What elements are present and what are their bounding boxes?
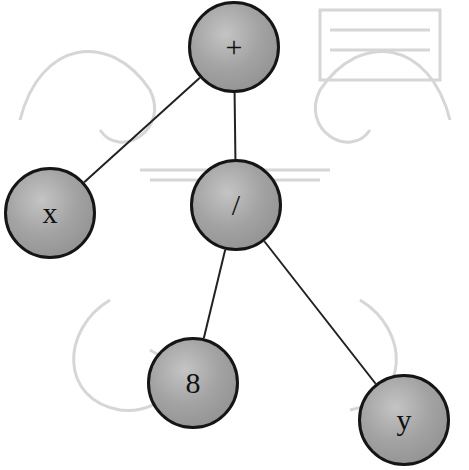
- tree-edge: [84, 78, 200, 182]
- tree-node-circle: /: [190, 159, 282, 251]
- tree-node-circle: x: [4, 167, 96, 259]
- node-label: y: [397, 405, 412, 435]
- tree-edge: [204, 250, 225, 339]
- tree-node-circle: 8: [147, 337, 239, 429]
- tree-edge: [234, 93, 236, 159]
- node-label: +: [226, 32, 243, 62]
- tree-node-circle: y: [358, 374, 450, 466]
- node-label: /: [232, 190, 240, 220]
- tree-node-circle: +: [188, 1, 280, 93]
- tree-edge: [264, 241, 375, 384]
- node-label: 8: [186, 368, 201, 398]
- node-label: x: [43, 198, 58, 228]
